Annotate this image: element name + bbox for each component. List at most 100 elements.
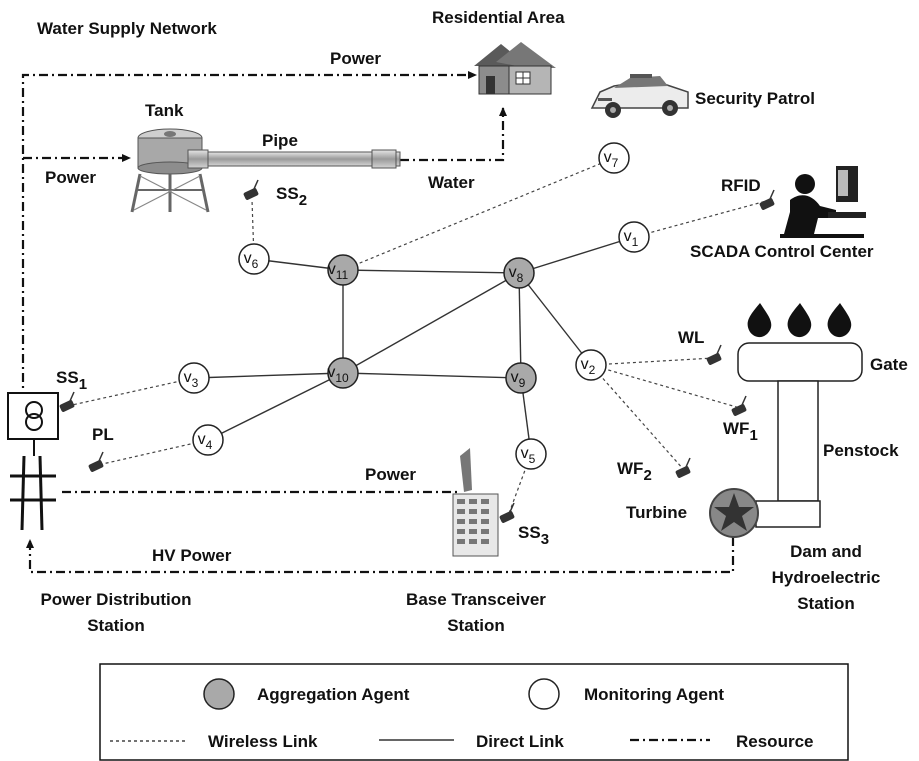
penstock-box bbox=[777, 380, 819, 502]
label-residential: Residential Area bbox=[432, 8, 565, 27]
wireless-link-v4-pl bbox=[97, 439, 209, 466]
label-power-left: Power bbox=[45, 168, 96, 187]
node-v1: v1 bbox=[618, 221, 650, 253]
power-distribution-icon bbox=[7, 392, 59, 531]
sensor-wf1-icon bbox=[731, 395, 747, 416]
node-v8: v8 bbox=[503, 257, 535, 289]
svg-text:v6: v6 bbox=[244, 250, 259, 271]
sensor-pl-icon bbox=[88, 451, 104, 472]
scada-operator-icon bbox=[780, 166, 866, 238]
wireless-link-v5-ss3 bbox=[507, 453, 532, 517]
label-dam-3: Station bbox=[797, 594, 855, 613]
label-wf2: WF2 bbox=[617, 459, 652, 484]
sensor-wf2-icon bbox=[675, 457, 691, 478]
direct-link-v2-v8 bbox=[518, 272, 592, 366]
label-water: Water bbox=[428, 173, 475, 192]
label-water-network: Water Supply Network bbox=[37, 19, 217, 38]
svg-text:v1: v1 bbox=[624, 228, 639, 249]
pipe-icon bbox=[187, 149, 401, 169]
label-bts-1: Base Transceiver bbox=[406, 590, 546, 609]
legend-aggregation-label: Aggregation Agent bbox=[257, 685, 410, 704]
turbine-box bbox=[755, 500, 821, 528]
label-ss3: SS3 bbox=[518, 523, 549, 548]
security-car-icon bbox=[590, 74, 689, 118]
node-v3: v3 bbox=[178, 362, 210, 394]
label-turbine: Turbine bbox=[626, 503, 687, 522]
diagram-labels: Water Supply Network Residential Area Po… bbox=[37, 8, 908, 635]
resource-hv-power bbox=[26, 537, 735, 574]
legend-direct-label: Direct Link bbox=[476, 732, 564, 751]
direct-link-v1-v8 bbox=[518, 236, 635, 274]
label-security: Security Patrol bbox=[695, 89, 815, 108]
node-v10: v10 bbox=[327, 357, 359, 389]
water-tank-icon bbox=[130, 128, 210, 213]
label-pds-2: Station bbox=[87, 616, 145, 635]
house-icon bbox=[474, 42, 556, 95]
node-v5: v5 bbox=[515, 438, 547, 470]
legend-resource-label: Resource bbox=[736, 732, 813, 751]
label-power-top: Power bbox=[330, 49, 381, 68]
label-ss1: SS1 bbox=[56, 368, 87, 393]
sensor-ss1-icon bbox=[59, 391, 75, 412]
svg-text:v3: v3 bbox=[184, 369, 199, 390]
legend-monitoring-symbol bbox=[528, 678, 560, 710]
direct-link-v8-v9 bbox=[518, 272, 522, 379]
svg-text:v2: v2 bbox=[581, 356, 596, 377]
svg-text:v7: v7 bbox=[604, 149, 619, 170]
svg-text:v8: v8 bbox=[509, 264, 524, 285]
label-wl: WL bbox=[678, 328, 704, 347]
node-v11: v11 bbox=[327, 254, 359, 286]
sensor-ss2-icon bbox=[243, 179, 259, 200]
legend-wireless-label: Wireless Link bbox=[208, 732, 318, 751]
water-drops-icon bbox=[747, 303, 852, 338]
label-tank: Tank bbox=[145, 101, 184, 120]
label-scada: SCADA Control Center bbox=[690, 242, 874, 261]
legend-aggregation-symbol bbox=[203, 678, 235, 710]
label-bts-2: Station bbox=[447, 616, 505, 635]
direct-link-v10-v8 bbox=[342, 272, 520, 374]
wireless-link-v3-ss1 bbox=[71, 377, 195, 406]
node-v9: v9 bbox=[505, 362, 537, 394]
resource-water bbox=[400, 107, 507, 162]
label-rfid: RFID bbox=[721, 176, 761, 195]
sensor-rfid-icon bbox=[759, 189, 775, 210]
resource-links bbox=[21, 71, 735, 574]
direct-link-v4-v10 bbox=[207, 372, 344, 441]
wireless-link-v6-ss2 bbox=[251, 199, 255, 260]
sensor-ss3-icon bbox=[499, 502, 515, 523]
label-hv-power: HV Power bbox=[152, 546, 232, 565]
label-gate: Gate bbox=[870, 355, 908, 374]
label-ss2: SS2 bbox=[276, 184, 307, 209]
turbine-icon bbox=[709, 488, 759, 538]
node-v6: v6 bbox=[238, 243, 270, 275]
direct-link-v3-v10 bbox=[193, 372, 344, 379]
wireless-link-v7-v11 bbox=[342, 157, 615, 271]
svg-text:v10: v10 bbox=[327, 364, 349, 385]
label-penstock: Penstock bbox=[823, 441, 899, 460]
node-v7: v7 bbox=[598, 142, 630, 174]
agent-nodes: v1 v2 v3 v4 v5 v6 v7 v8 bbox=[178, 142, 650, 470]
base-station-icon bbox=[452, 448, 499, 557]
label-pds-1: Power Distribution bbox=[40, 590, 191, 609]
label-dam-1: Dam and bbox=[790, 542, 862, 561]
wireless-link-v1-rfid bbox=[633, 199, 771, 238]
label-power-mid: Power bbox=[365, 465, 416, 484]
sensor-devices bbox=[59, 179, 775, 523]
svg-text:v11: v11 bbox=[328, 261, 349, 282]
label-wf1: WF1 bbox=[723, 419, 758, 444]
direct-link-v11-v8 bbox=[342, 269, 520, 274]
svg-text:v9: v9 bbox=[511, 369, 526, 390]
label-pipe: Pipe bbox=[262, 131, 298, 150]
wireless-link-v2-wf1 bbox=[590, 364, 741, 409]
svg-text:v5: v5 bbox=[521, 445, 536, 466]
dam-structure bbox=[737, 342, 863, 528]
label-dam-2: Hydroelectric bbox=[772, 568, 881, 587]
svg-text:v4: v4 bbox=[198, 431, 213, 452]
sensor-wl-icon bbox=[706, 344, 722, 365]
node-v2: v2 bbox=[575, 349, 607, 381]
label-pl: PL bbox=[92, 425, 114, 444]
resource-power-top bbox=[21, 71, 477, 420]
wireless-link-v2-wl bbox=[590, 357, 715, 366]
legend-monitoring-label: Monitoring Agent bbox=[584, 685, 724, 704]
node-v4: v4 bbox=[192, 424, 224, 456]
